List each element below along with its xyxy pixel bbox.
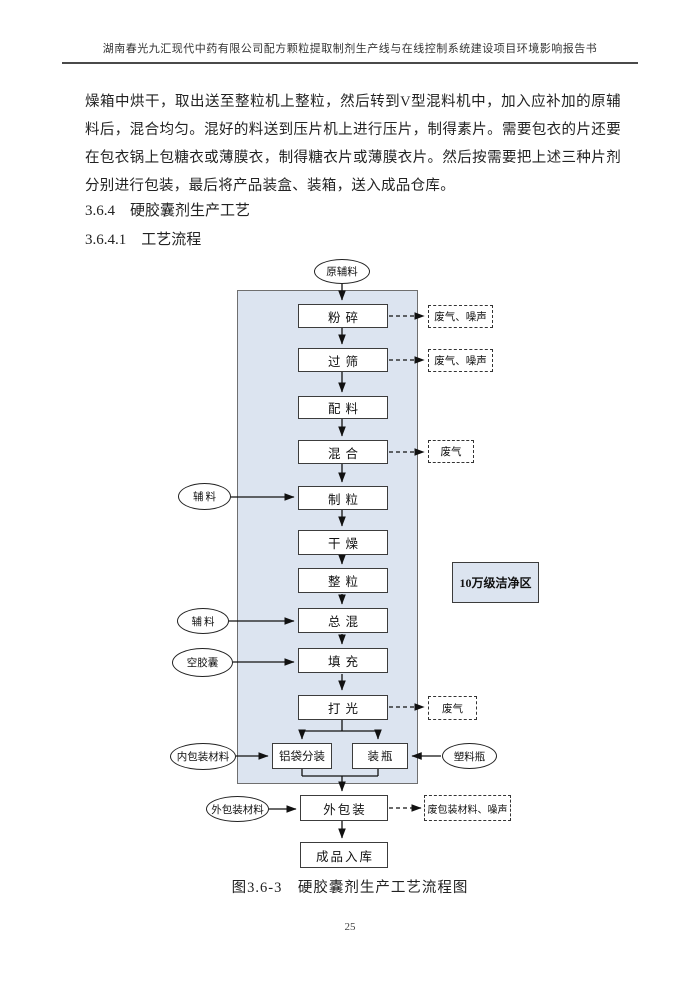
header-title: 湖南春光九汇现代中药有限公司配方颗粒提取制剂生产线与在线控制系统建设项目环境影响… [102,43,598,55]
oval-outer-packaging-material-label: 外包装材料 [211,804,264,816]
emission-sieve-label: 废气、噪声 [434,356,487,367]
body-paragraph: 燥箱中烘干，取出送至整粒机上整粒，然后转到V型混料机中，加入应补加的原辅料后，混… [85,94,621,194]
oval-excipient-1-label: 辅料 [193,492,218,503]
oval-inner-packaging-material-label: 内包装材料 [176,752,230,763]
oval-empty-capsule: 空胶囊 [172,648,233,677]
emission-mix: 废气 [428,440,474,463]
process-fill-label: 填充 [327,655,363,669]
clean-area-box: 10万级洁净区 [452,562,539,603]
emission-mix-label: 废气 [440,447,462,458]
process-crush-label: 粉碎 [327,310,363,325]
emission-sieve: 废气、噪声 [428,349,493,372]
process-foil-pack: 铝袋分装 [272,743,332,769]
process-outer-pack-label: 外包装 [323,802,367,817]
clean-area-label: 10万级洁净区 [459,576,532,590]
emission-outer-pack: 废包装材料、噪声 [424,795,511,821]
process-bottle-label: 装瓶 [367,751,395,763]
page-number: 25 [344,921,356,933]
oval-outer-packaging-material: 外包装材料 [206,796,269,822]
process-outer-pack: 外包装 [300,795,388,821]
process-dry: 干燥 [298,530,388,555]
process-mix: 混合 [298,440,388,464]
section-heading-364: 3.6.4 硬胶囊剂生产工艺 [85,203,251,219]
oval-excipient-1: 辅料 [178,483,231,510]
oval-excipient-2-label: 辅料 [191,616,217,628]
process-batch-label: 配料 [327,402,363,416]
emission-crush-label: 废气、噪声 [434,312,487,323]
oval-plastic-bottle-label: 塑料瓶 [453,751,486,763]
process-storage: 成品入库 [300,842,388,868]
process-mix-label: 混合 [327,446,363,461]
oval-plastic-bottle: 塑料瓶 [442,743,497,769]
oval-raw-material: 原辅料 [314,259,370,284]
process-granulate: 制粒 [298,486,388,510]
process-bottle: 装瓶 [352,743,408,769]
process-polish-label: 打光 [327,702,363,716]
process-dry-label: 干燥 [327,537,363,551]
process-sieve-label: 过筛 [327,354,363,369]
figure-caption: 图3.6-3 硬胶囊剂生产工艺流程图 [231,880,469,896]
page-header: 湖南春光九汇现代中药有限公司配方颗粒提取制剂生产线与在线控制系统建设项目环境影响… [62,40,638,64]
oval-inner-packaging-material: 内包装材料 [170,743,236,770]
section-heading-3641: 3.6.4.1 工艺流程 [85,232,202,248]
process-total-mix-label: 总混 [327,615,363,629]
emission-polish-label: 废气 [442,703,463,715]
process-sieve: 过筛 [298,348,388,372]
oval-excipient-2: 辅料 [177,608,229,634]
process-granulate-label: 制粒 [327,492,363,507]
process-fill: 填充 [298,648,388,673]
process-size-granule-label: 整粒 [327,575,363,589]
process-size-granule: 整粒 [298,568,388,593]
process-polish: 打光 [298,695,388,720]
process-storage-label: 成品入库 [315,849,374,864]
oval-empty-capsule-label: 空胶囊 [186,658,219,669]
emission-polish: 废气 [428,696,477,720]
oval-raw-material-label: 原辅料 [326,267,358,278]
emission-crush: 废气、噪声 [428,305,493,328]
process-total-mix: 总混 [298,608,388,633]
process-foil-pack-label: 铝袋分装 [279,751,325,763]
process-batch: 配料 [298,396,388,419]
emission-outer-pack-label: 废包装材料、噪声 [427,804,508,816]
process-crush: 粉碎 [298,304,388,328]
